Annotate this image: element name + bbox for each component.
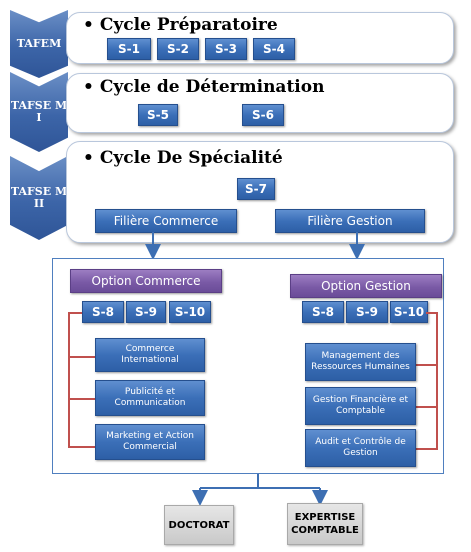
commerce-bracket — [68, 312, 70, 448]
commerce-connector — [68, 356, 95, 358]
option-gestion-s8[interactable]: S-8 — [302, 301, 344, 323]
course-commerce-international[interactable]: Commerce International — [95, 338, 205, 372]
cycle-title: •Cycle de Détermination — [83, 77, 325, 97]
semester-s4[interactable]: S-4 — [253, 38, 295, 60]
filiere-gestion-button[interactable]: Filière Gestion — [275, 209, 425, 233]
course-publicite-communication[interactable]: Publicité et Communication — [95, 380, 205, 416]
commerce-bracket — [68, 312, 82, 314]
filiere-commerce-button[interactable]: Filière Commerce — [95, 209, 237, 233]
semester-s6[interactable]: S-6 — [242, 104, 284, 126]
option-commerce-header[interactable]: Option Commerce — [70, 269, 222, 293]
option-gestion-s9[interactable]: S-9 — [346, 301, 388, 323]
cycle-tag: TAFEM — [16, 37, 62, 50]
gestion-connector — [416, 364, 438, 366]
option-commerce-s8[interactable]: S-8 — [82, 301, 124, 323]
course-marketing-action[interactable]: Marketing et Action Commercial — [95, 424, 205, 460]
course-gestion-financiere[interactable]: Gestion Financière et Comptable — [305, 387, 416, 425]
semester-s7[interactable]: S-7 — [237, 178, 275, 200]
commerce-connector — [68, 446, 95, 448]
outcome-doctorat[interactable]: DOCTORAT — [164, 505, 234, 545]
cycle-title: •Cycle Préparatoire — [83, 15, 278, 35]
cycle-title: •Cycle De Spécialité — [83, 148, 283, 168]
gestion-bracket — [436, 312, 438, 450]
course-management-rh[interactable]: Management des Ressources Humaines — [305, 343, 416, 381]
commerce-connector — [68, 398, 95, 400]
gestion-bracket — [426, 312, 438, 314]
option-commerce-s9[interactable]: S-9 — [126, 301, 166, 323]
semester-s5[interactable]: S-5 — [138, 104, 178, 126]
semester-s1[interactable]: S-1 — [107, 38, 151, 60]
outcome-expertise-comptable[interactable]: EXPERTISE COMPTABLE — [287, 503, 363, 545]
cycle-tag: TAFSE M I — [10, 99, 68, 124]
option-gestion-s10[interactable]: S-10 — [390, 301, 428, 323]
gestion-connector — [416, 448, 438, 450]
course-audit-controle[interactable]: Audit et Contrôle de Gestion — [305, 429, 416, 467]
semester-s3[interactable]: S-3 — [205, 38, 247, 60]
cycle-tag: TAFSE M II — [10, 185, 68, 210]
gestion-connector — [416, 406, 438, 408]
option-gestion-header[interactable]: Option Gestion — [290, 274, 442, 298]
option-commerce-s10[interactable]: S-10 — [169, 301, 211, 323]
semester-s2[interactable]: S-2 — [157, 38, 199, 60]
